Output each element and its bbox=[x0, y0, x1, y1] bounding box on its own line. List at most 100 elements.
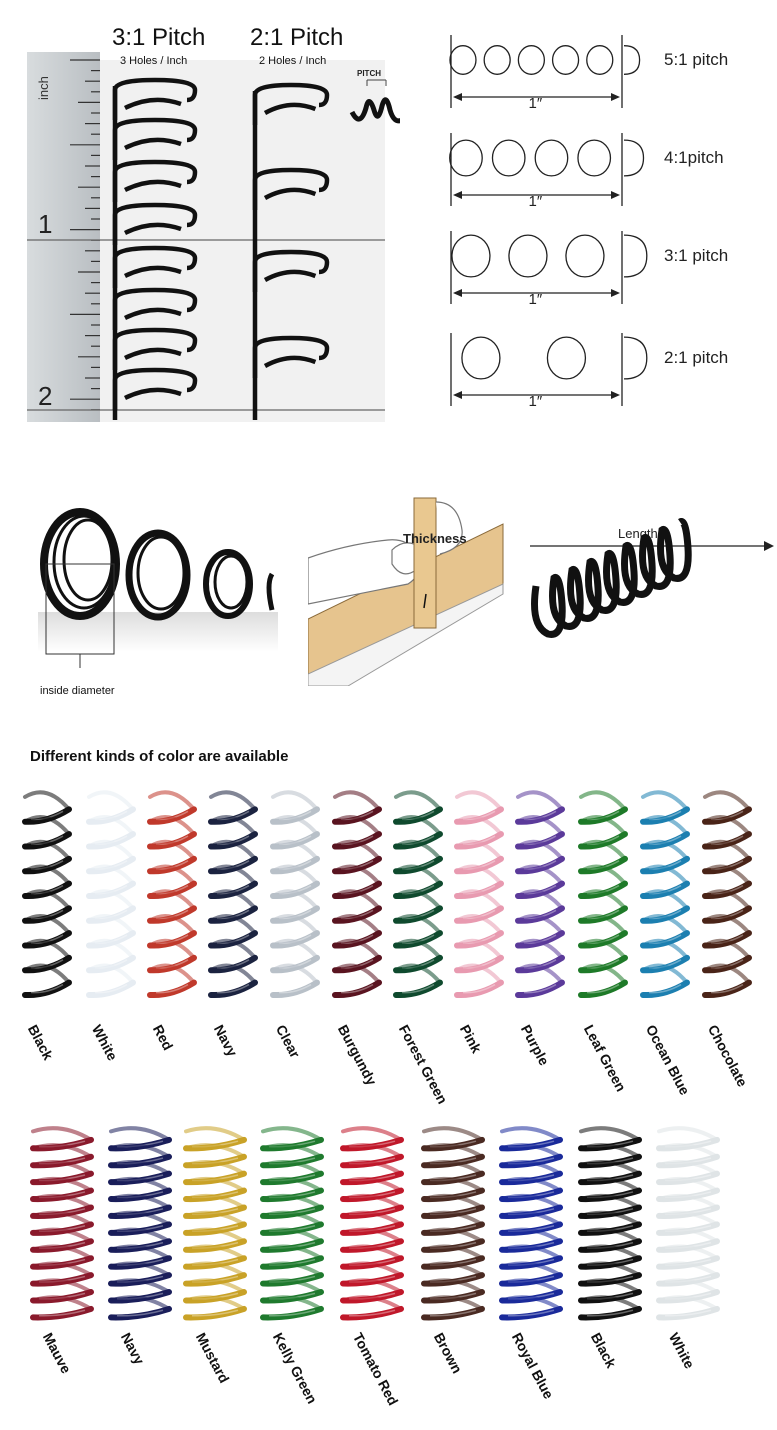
punch-hole bbox=[451, 234, 491, 278]
coil-forest-green bbox=[393, 790, 443, 999]
coil-purple bbox=[515, 790, 565, 999]
wire-loop bbox=[112, 287, 198, 330]
coil-pink bbox=[454, 790, 504, 999]
pitch-2-title: 2:1 Pitch bbox=[250, 24, 343, 51]
inside-diameter-figure: inside diameter bbox=[38, 508, 278, 697]
punch-hole bbox=[546, 336, 587, 380]
punch-hole bbox=[461, 336, 501, 380]
pitch-2-subtitle: 2 Holes / Inch bbox=[259, 55, 326, 67]
wire-loop-back bbox=[263, 269, 317, 282]
color-label: Tomato Red bbox=[349, 1330, 402, 1409]
coil-ocean-blue bbox=[640, 790, 690, 999]
coil-navy bbox=[108, 1126, 172, 1321]
wire-loop-back bbox=[123, 387, 182, 401]
length-coil bbox=[531, 518, 692, 638]
inside-diameter-label: inside diameter bbox=[40, 685, 115, 697]
span-label: 1″ bbox=[529, 291, 543, 308]
color-label: Navy bbox=[117, 1330, 148, 1368]
wire-loop-back bbox=[123, 137, 182, 151]
punch-hole bbox=[577, 139, 612, 177]
pitch-row-label: 2:1 pitch bbox=[664, 348, 728, 367]
coil-red bbox=[147, 790, 197, 999]
color-label: White bbox=[665, 1330, 698, 1372]
pitch-3-subtitle: 3 Holes / Inch bbox=[120, 55, 187, 67]
color-swatches-row-2 bbox=[30, 1126, 720, 1321]
color-label: Navy bbox=[210, 1022, 241, 1060]
span-label: 1″ bbox=[529, 193, 543, 210]
coil-royal-blue bbox=[499, 1126, 563, 1321]
coil-clear bbox=[270, 790, 320, 999]
wire-loop bbox=[112, 77, 198, 120]
punch-hole bbox=[565, 234, 605, 278]
pitch-3-title: 3:1 Pitch bbox=[112, 24, 205, 51]
coil-mauve bbox=[30, 1126, 94, 1321]
pitch-row-label: 5:1 pitch bbox=[664, 50, 728, 69]
wire-loop-back bbox=[123, 307, 182, 321]
thickness-figure: Thickness bbox=[308, 497, 504, 686]
color-label: Kelly Green bbox=[269, 1330, 321, 1407]
pitch-row: 1″ 4:1pitch bbox=[449, 133, 724, 210]
color-label: Purple bbox=[517, 1022, 553, 1068]
color-label: Leaf Green bbox=[580, 1022, 630, 1095]
wire-loop bbox=[112, 245, 198, 288]
punch-hole bbox=[449, 139, 483, 177]
color-label: Pink bbox=[456, 1022, 485, 1056]
color-label: Royal Blue bbox=[508, 1330, 557, 1402]
span-label: 1″ bbox=[529, 393, 543, 410]
thickness-label: Thickness bbox=[403, 531, 467, 546]
coil-burgundy bbox=[332, 790, 382, 999]
coil-mustard bbox=[183, 1126, 247, 1321]
colors-title: Different kinds of color are available bbox=[30, 748, 289, 765]
color-label: Red bbox=[149, 1022, 177, 1053]
coil-black bbox=[22, 790, 72, 999]
pitch-row: 1″ 3:1 pitch bbox=[450, 231, 728, 308]
ruler-unit: inch bbox=[36, 76, 51, 100]
color-label: Clear bbox=[272, 1022, 304, 1061]
color-label: Ocean Blue bbox=[642, 1022, 694, 1098]
punch-hole bbox=[508, 234, 548, 278]
color-label: Black bbox=[24, 1022, 57, 1063]
coil-chocolate bbox=[702, 790, 752, 999]
color-label: Brown bbox=[430, 1330, 466, 1376]
color-label: Mustard bbox=[192, 1330, 233, 1386]
wire-loop-back bbox=[123, 97, 182, 111]
wire-loop-back bbox=[263, 187, 317, 200]
coil-tomato-red bbox=[340, 1126, 404, 1321]
length-label: Length bbox=[618, 526, 658, 541]
color-label: White bbox=[88, 1022, 121, 1064]
coil-navy bbox=[208, 790, 258, 999]
punch-hole bbox=[449, 45, 477, 75]
coil-black bbox=[578, 1126, 642, 1321]
color-label: Chocolate bbox=[704, 1022, 751, 1090]
two-to-one-wire bbox=[252, 82, 330, 420]
coil-leaf-green bbox=[578, 790, 628, 999]
ruler-mark-1: 1 bbox=[38, 209, 52, 239]
wire-loop-back bbox=[263, 355, 317, 368]
wire-loop-back bbox=[123, 347, 182, 361]
pitch-row-label: 3:1 pitch bbox=[664, 246, 728, 265]
wire-loop-back bbox=[123, 222, 182, 236]
wire-loop bbox=[112, 367, 198, 410]
wire-loop bbox=[112, 202, 198, 245]
wire-loop bbox=[252, 249, 330, 292]
wire-loop bbox=[112, 117, 198, 160]
pitch-inset: PITCH bbox=[349, 69, 400, 124]
three-to-one-wire bbox=[112, 77, 198, 420]
span-label: 1″ bbox=[529, 95, 543, 112]
color-label: Mauve bbox=[39, 1330, 75, 1376]
pitch-comparison-photo: inch 1 2 3:1 Pitch 3 Holes / Inch 2:1 Pi… bbox=[27, 24, 400, 422]
pitch-row-label: 4:1pitch bbox=[664, 148, 724, 167]
pitch-row: 1″ 2:1 pitch bbox=[450, 333, 728, 410]
length-figure: Length bbox=[530, 518, 774, 638]
wire-loop-back bbox=[123, 179, 182, 193]
pitch-row: 1″ 5:1 pitch bbox=[449, 35, 728, 112]
wire-loop bbox=[112, 327, 198, 370]
pitch-diagram: 1″ 5:1 pitch 1″ 4:1pitch 1″ 3:1 pitch 1″ 2:1 pi… bbox=[449, 35, 728, 410]
color-swatches-row-1 bbox=[22, 790, 752, 999]
ruler-mark-2: 2 bbox=[38, 381, 52, 411]
punch-hole bbox=[491, 139, 526, 177]
svg-text:PITCH: PITCH bbox=[357, 69, 381, 78]
wire-loop bbox=[252, 82, 330, 125]
wire-loop bbox=[252, 335, 330, 378]
wire-loop bbox=[112, 159, 198, 202]
